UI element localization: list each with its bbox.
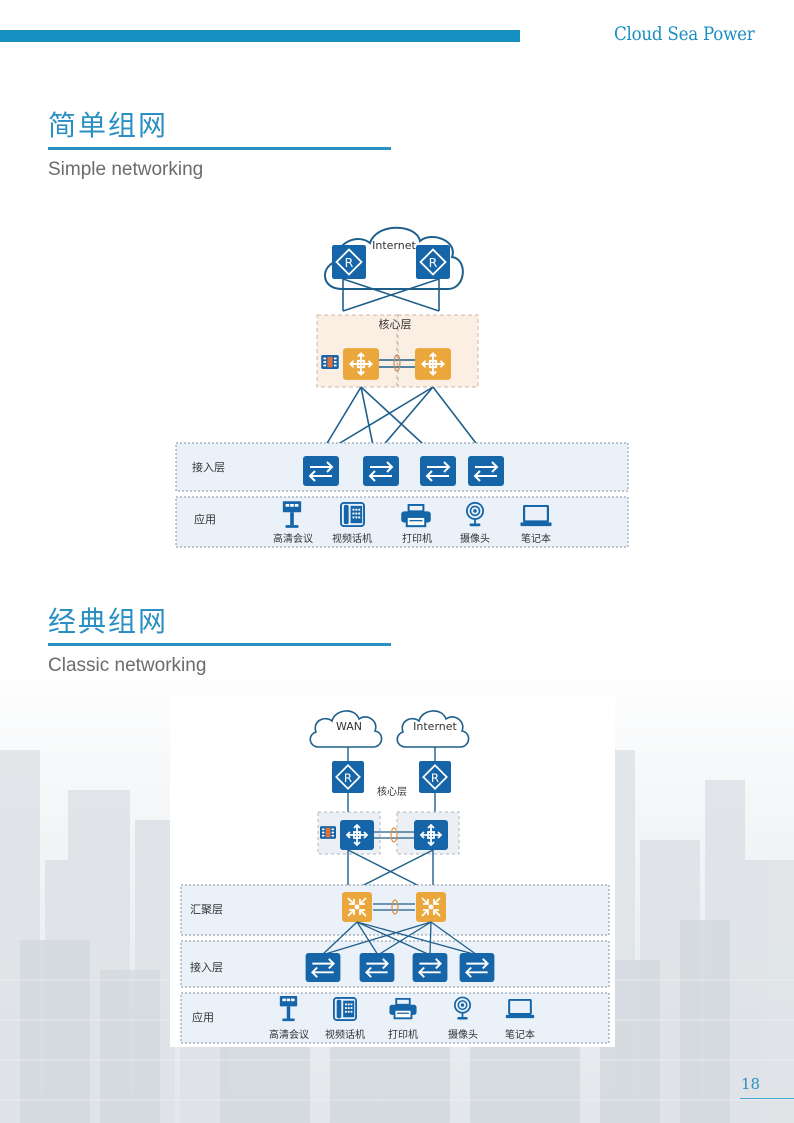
access-switch-icon (412, 953, 448, 982)
section-rule (48, 643, 391, 646)
section-subtitle-classic: Classic networking (48, 655, 207, 676)
device-label: 打印机 (402, 532, 432, 545)
aggregation-access-links (321, 921, 478, 956)
access-switch-icon (359, 953, 395, 982)
cloud-label: Internet (413, 720, 457, 733)
access-layer-zone (175, 442, 629, 492)
video-phone-icon (340, 502, 365, 527)
link-aggregation-icon (393, 354, 401, 372)
access-switch-icon (459, 953, 495, 982)
firewall-icon (321, 355, 339, 369)
access-switch-icon (305, 953, 341, 982)
section-title-classic: 经典组网 (48, 605, 169, 638)
aggregation-switch-icon (341, 892, 373, 922)
access-layer-label: 接入层 (192, 461, 225, 474)
firewall-icon (320, 826, 336, 839)
access-layer-zone (180, 940, 610, 988)
application-layer-label: 应用 (192, 1010, 214, 1024)
section-subtitle-simple: Simple networking (48, 159, 204, 180)
access-switch-icon (363, 456, 399, 486)
page-number: 18 (741, 1075, 761, 1093)
cloud-label: WAN (336, 720, 362, 733)
device-label: 视频话机 (325, 1028, 365, 1041)
link-aggregation-icon (390, 827, 398, 843)
brand-name: Cloud Sea Power (614, 23, 755, 45)
wan-cloud: WAN (309, 710, 383, 748)
device-label: 打印机 (388, 1028, 418, 1041)
device-label: 摄像头 (460, 532, 490, 545)
router-icon (419, 761, 451, 793)
router-icon (416, 245, 450, 279)
page-number-rule (740, 1098, 794, 1099)
access-switch-icon (303, 456, 339, 486)
device-label: 视频话机 (332, 532, 372, 545)
router-icon (332, 761, 364, 793)
link-aggregation-icon (391, 899, 399, 915)
core-switch-icon (414, 820, 448, 850)
core-stack-link (374, 831, 414, 839)
section-rule (48, 147, 391, 150)
aggregation-layer-label: 汇聚层 (190, 903, 223, 916)
device-label: 笔记本 (505, 1028, 535, 1041)
core-layer-label: 核心层 (379, 317, 412, 331)
core-switch-icon (415, 348, 451, 380)
section-title-simple: 简单组网 (48, 109, 169, 142)
device-label: 高清会议 (273, 532, 313, 545)
device-label: 笔记本 (521, 532, 551, 545)
aggregation-stack-link (373, 903, 415, 911)
device-label: 高清会议 (269, 1028, 309, 1041)
aggregation-switch-icon (415, 892, 447, 922)
core-layer-label: 核心层 (377, 785, 407, 798)
access-switch-icon (468, 456, 504, 486)
video-phone-icon (333, 997, 357, 1021)
router-links (342, 278, 440, 312)
classic-network-diagram: WAN Internet 核心层 (170, 695, 615, 1047)
core-stack-link (379, 359, 415, 368)
cloud-label: Internet (372, 239, 416, 252)
application-layer-label: 应用 (194, 512, 216, 526)
core-switch-icon (340, 820, 374, 850)
internet-cloud: Internet (396, 710, 470, 748)
header-accent-bar (0, 30, 520, 42)
device-label: 摄像头 (448, 1028, 478, 1041)
application-layer-zone (175, 496, 629, 548)
access-switch-icon (420, 456, 456, 486)
access-layer-label: 接入层 (190, 961, 223, 974)
simple-network-diagram: Internet 核心层 (170, 215, 640, 565)
router-icon (332, 245, 366, 279)
core-switch-icon (343, 348, 379, 380)
